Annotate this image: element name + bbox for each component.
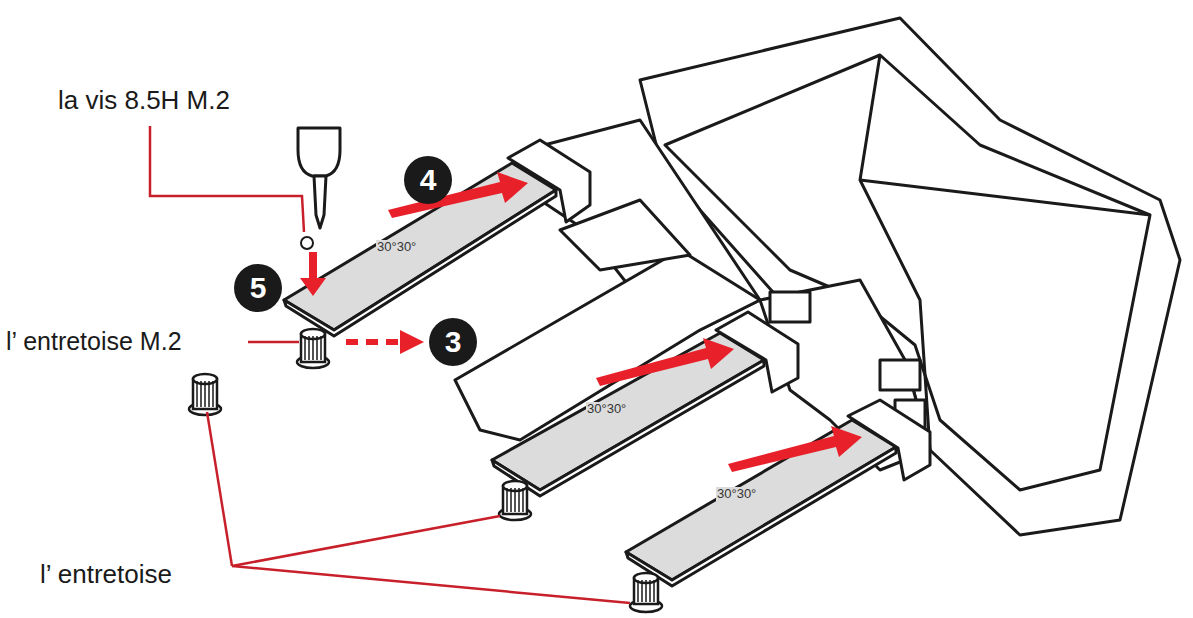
ssd-marking: 30°30°: [376, 240, 417, 254]
callout-number: 5: [234, 264, 282, 312]
callout-text: 4: [420, 163, 437, 197]
part-label: l’ entretoise M.2: [6, 328, 182, 356]
part-label: l’ entretoise: [40, 560, 172, 589]
callout-number: 3: [429, 318, 477, 366]
ssd-marking: 30°30°: [716, 487, 757, 501]
ssd-marking: 30°30°: [586, 402, 627, 416]
callout-text: 3: [445, 325, 462, 359]
callout-text: 5: [250, 271, 267, 305]
part-label: la vis 8.5H M.2: [58, 86, 230, 115]
callout-number: 4: [404, 156, 452, 204]
